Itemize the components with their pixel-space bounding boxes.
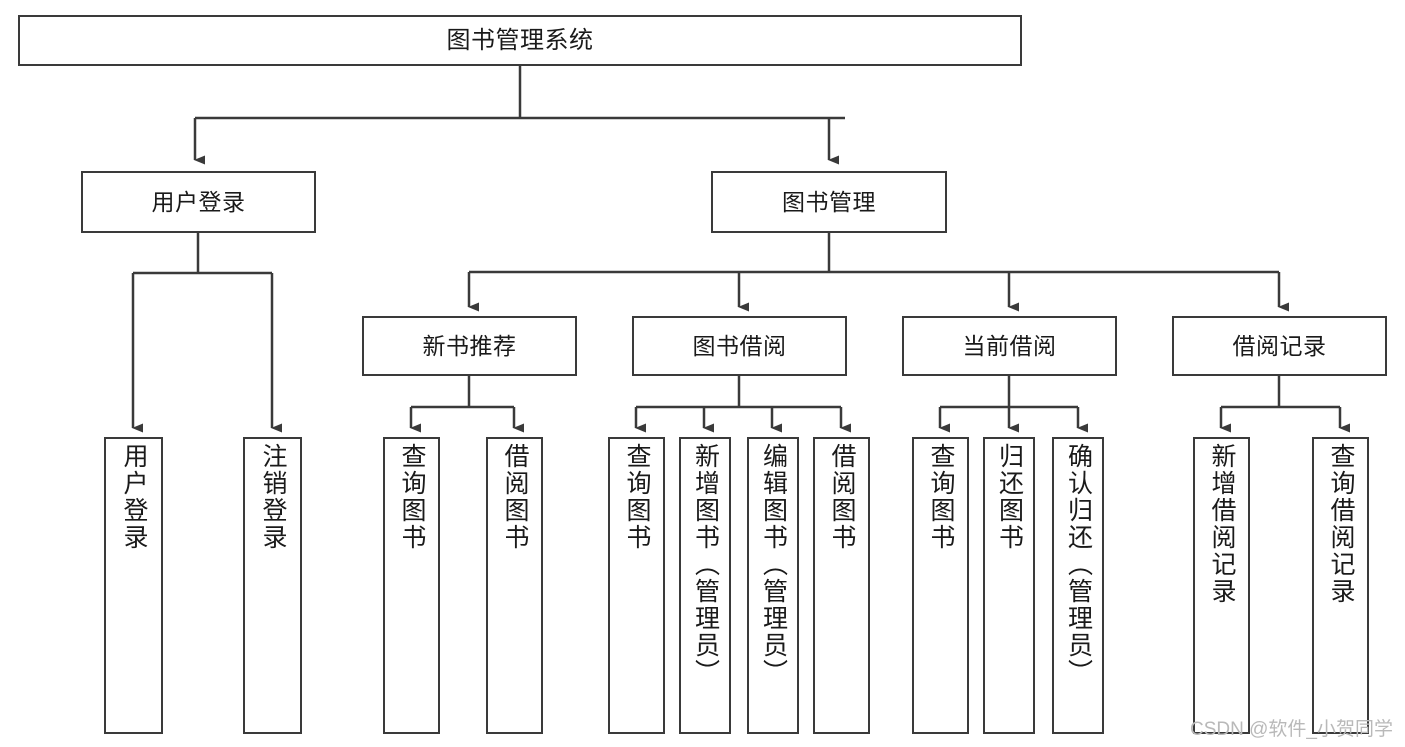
- leaf-logout-label: 注销登录: [259, 443, 287, 551]
- leaf-borrow-borrow-books-label: 借阅图书: [828, 443, 856, 551]
- leaf-borrow-add-book-admin-label: 新增图书（管理员）: [691, 443, 720, 686]
- leaf-record-add-record[interactable]: 新增借阅记录: [1193, 437, 1250, 734]
- leaf-record-query-record-label: 查询借阅记录: [1327, 443, 1355, 605]
- leaf-logout[interactable]: 注销登录: [243, 437, 302, 734]
- leaf-borrow-borrow-books[interactable]: 借阅图书: [813, 437, 870, 734]
- leaf-user-login[interactable]: 用户登录: [104, 437, 163, 734]
- node-borrowing-records[interactable]: 借阅记录: [1172, 316, 1387, 376]
- node-root-book-management-system[interactable]: 图书管理系统: [18, 15, 1022, 66]
- leaf-borrow-edit-book-admin-label: 编辑图书（管理员）: [759, 443, 788, 686]
- leaf-current-query-books-label: 查询图书: [927, 443, 955, 551]
- leaf-newbook-borrow-books[interactable]: 借阅图书: [486, 437, 543, 734]
- node-root-label: 图书管理系统: [446, 26, 594, 54]
- node-user-login-label: 用户登录: [151, 188, 246, 215]
- node-new-book-recommendation-label: 新书推荐: [422, 332, 517, 359]
- node-new-book-recommendation[interactable]: 新书推荐: [362, 316, 577, 376]
- node-current-borrowing[interactable]: 当前借阅: [902, 316, 1117, 376]
- leaf-current-confirm-return-admin[interactable]: 确认归还（管理员）: [1052, 437, 1104, 734]
- node-borrowing-records-label: 借阅记录: [1232, 332, 1327, 359]
- leaf-current-return-books[interactable]: 归还图书: [983, 437, 1035, 734]
- leaf-record-query-record[interactable]: 查询借阅记录: [1312, 437, 1369, 734]
- leaf-current-return-books-label: 归还图书: [995, 443, 1024, 551]
- node-book-management[interactable]: 图书管理: [711, 171, 947, 233]
- node-book-borrowing-label: 图书借阅: [692, 332, 787, 359]
- leaf-current-query-books[interactable]: 查询图书: [912, 437, 969, 734]
- leaf-borrow-edit-book-admin[interactable]: 编辑图书（管理员）: [747, 437, 799, 734]
- node-current-borrowing-label: 当前借阅: [962, 332, 1057, 359]
- node-user-login[interactable]: 用户登录: [81, 171, 316, 233]
- leaf-newbook-borrow-books-label: 借阅图书: [501, 443, 529, 551]
- leaf-user-login-label: 用户登录: [120, 443, 148, 551]
- leaf-current-confirm-return-admin-label: 确认归还（管理员）: [1064, 443, 1093, 686]
- node-book-borrowing[interactable]: 图书借阅: [632, 316, 847, 376]
- leaf-borrow-add-book-admin[interactable]: 新增图书（管理员）: [679, 437, 731, 734]
- node-book-management-label: 图书管理: [782, 188, 876, 215]
- leaf-borrow-query-books-label: 查询图书: [623, 443, 651, 551]
- leaf-newbook-query-books-label: 查询图书: [398, 443, 426, 551]
- leaf-record-add-record-label: 新增借阅记录: [1208, 443, 1236, 605]
- leaf-newbook-query-books[interactable]: 查询图书: [383, 437, 440, 734]
- leaf-borrow-query-books[interactable]: 查询图书: [608, 437, 665, 734]
